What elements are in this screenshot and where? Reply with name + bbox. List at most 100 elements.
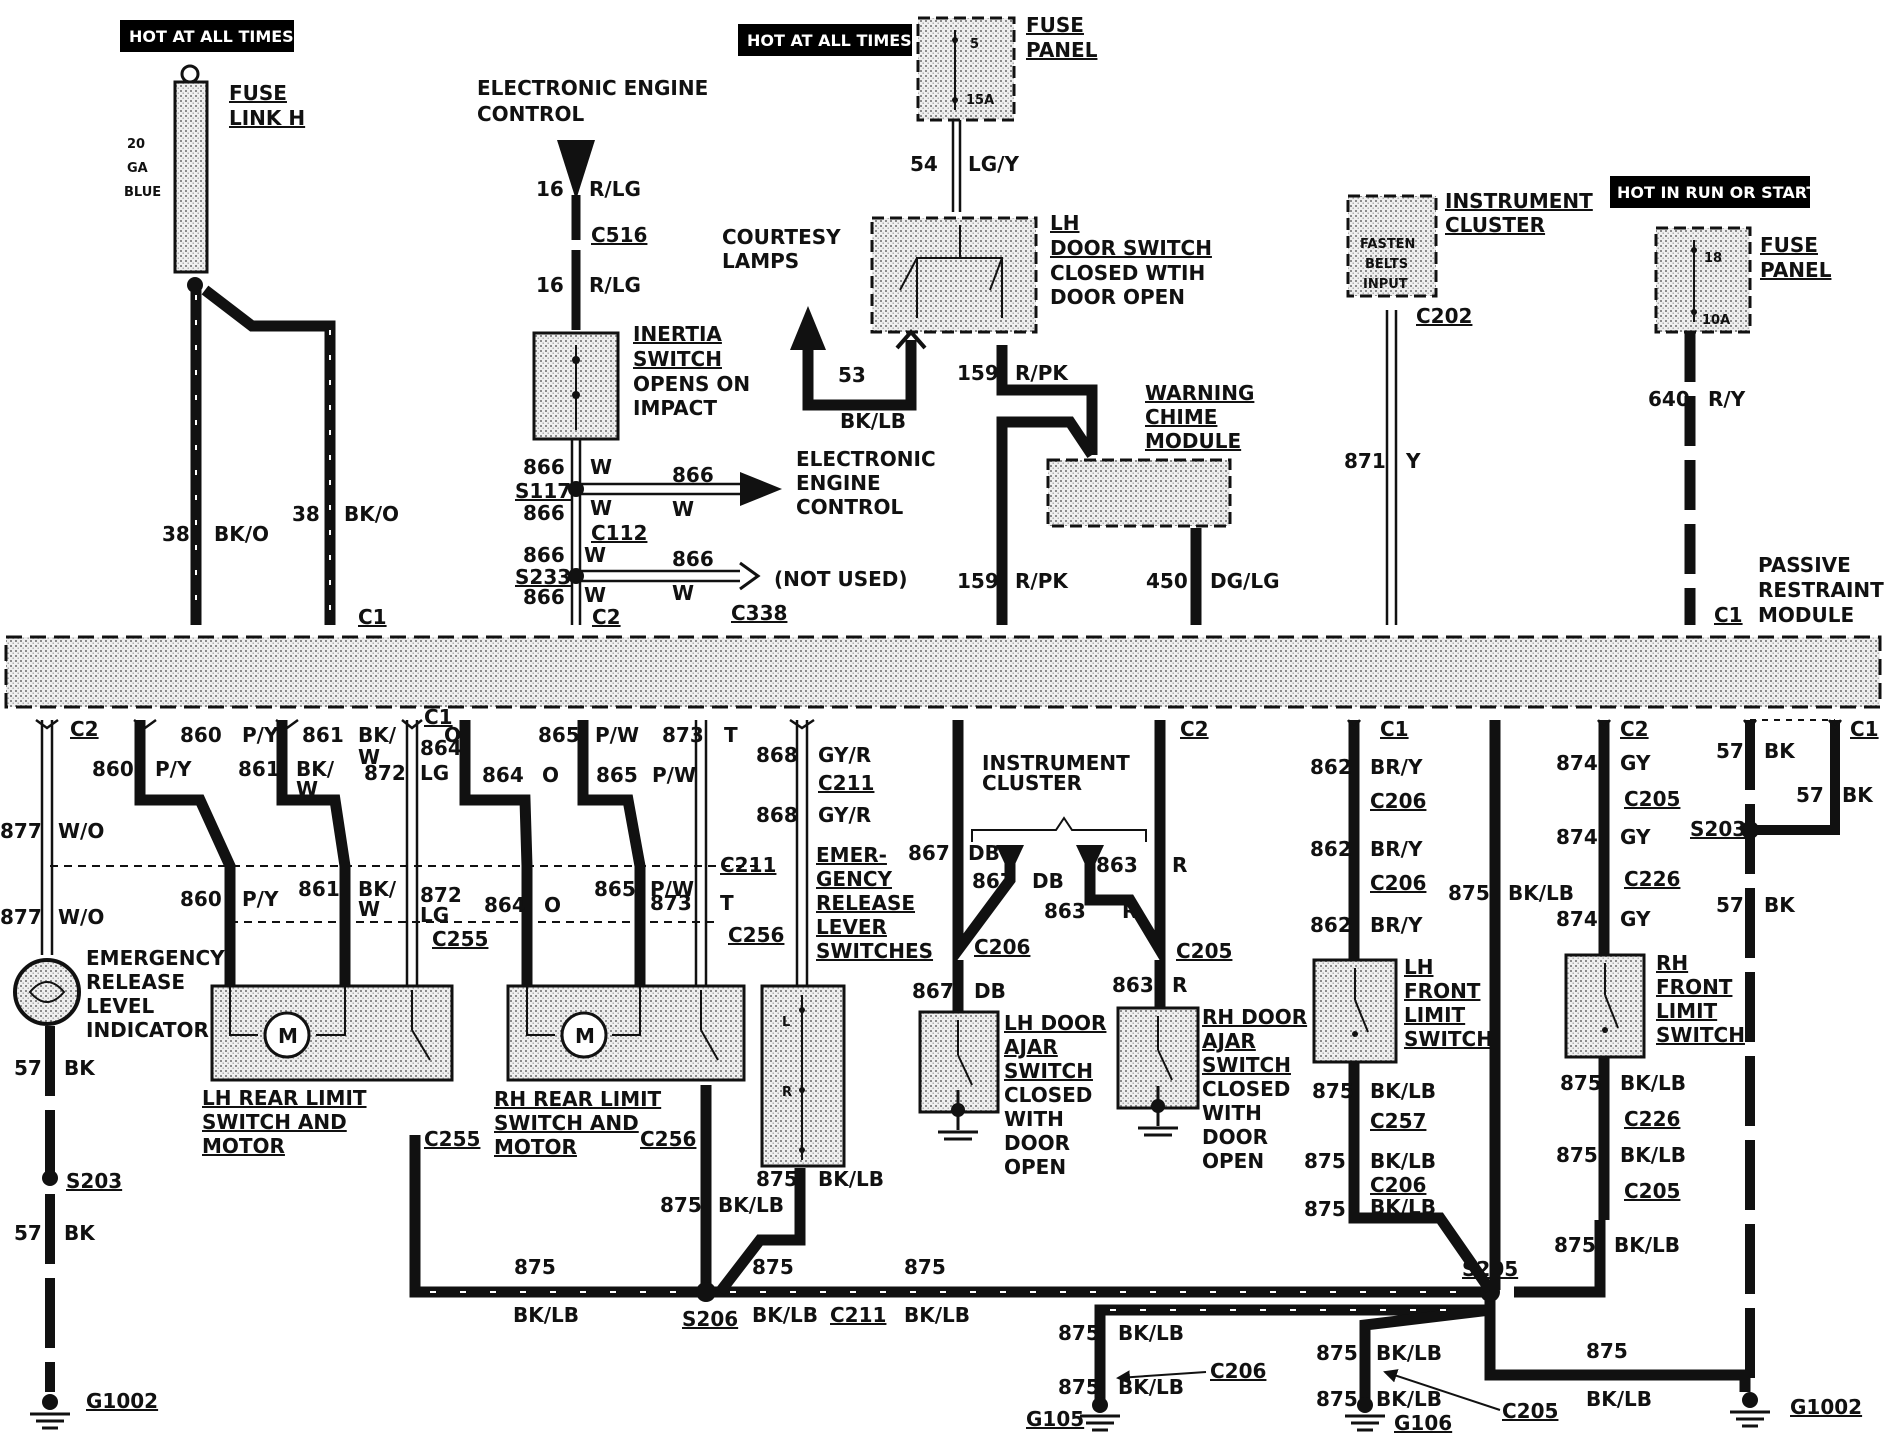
wcm-2: CHIME: [1145, 405, 1217, 429]
bklb-rhf1: BK/LB: [1620, 1071, 1686, 1095]
c864c: 864: [484, 893, 526, 917]
fp2-num: 18: [1704, 251, 1722, 266]
hot2-text: HOT AT ALL TIMES: [747, 31, 912, 50]
passive-label-2: RESTRAINT: [1758, 578, 1884, 602]
motor-m-rh: M: [575, 1024, 595, 1048]
rhr-1: RH REAR LIMIT: [494, 1087, 662, 1111]
bkw-a2: W: [358, 745, 380, 769]
c202: C202: [1416, 304, 1472, 328]
erl-2: GENCY: [816, 867, 892, 891]
c1-mid: C1: [424, 705, 453, 729]
c338: C338: [731, 601, 787, 625]
c866c: 866: [672, 463, 714, 487]
c875-rhf3: 875: [1554, 1233, 1596, 1257]
c867c: 867: [912, 979, 954, 1003]
c875-g105a: 875: [1058, 1321, 1100, 1345]
c862a: 862: [1310, 755, 1352, 779]
c861b: 861: [238, 757, 280, 781]
eec2-1: ELECTRONIC: [796, 447, 936, 471]
rh-rear-limit-switch-motor: [506, 984, 746, 1082]
rpk-b: R/PK: [1015, 569, 1069, 593]
bkw-b1: BK/: [296, 757, 335, 781]
passive-label-3: MODULE: [1758, 603, 1854, 627]
c2-ic: C2: [1180, 717, 1209, 741]
fp1-label-2: PANEL: [1026, 38, 1098, 62]
c866d: 866: [523, 543, 565, 567]
w-a: W: [590, 455, 612, 479]
bklb-g1002: BK/LB: [1586, 1387, 1652, 1411]
lgy: LG/Y: [968, 152, 1019, 176]
eri-3: LEVEL: [86, 994, 155, 1018]
ground-g1002-left: [30, 1394, 70, 1430]
inertia-2: SWITCH: [633, 347, 722, 371]
courtesy-1: COURTESY: [722, 225, 841, 249]
rhr-2: SWITCH AND: [494, 1111, 639, 1135]
c159b: 159: [957, 569, 999, 593]
fp1-amp: 15A: [966, 93, 994, 108]
inertia-3: OPENS ON: [633, 372, 750, 396]
s117: S117: [515, 479, 571, 503]
bklb-lhf2: BK/LB: [1370, 1149, 1436, 1173]
lhf-3: LIMIT: [1404, 1003, 1466, 1027]
lhda-2: AJAR: [1004, 1035, 1058, 1059]
c877a: 877: [0, 819, 42, 843]
c54: 54: [910, 152, 938, 176]
lhda-3: SWITCH: [1004, 1059, 1093, 1083]
eri-1: EMERGENCY: [86, 946, 225, 970]
bkw-a1: BK/: [358, 723, 397, 747]
g105: G105: [1026, 1407, 1084, 1431]
pw-a: P/W: [595, 723, 639, 747]
c211b: C211: [818, 771, 874, 795]
c866f: 866: [672, 547, 714, 571]
rhda-2: AJAR: [1202, 1029, 1256, 1053]
c874c: 874: [1556, 907, 1598, 931]
c38b: 38: [292, 502, 320, 526]
lhds-2: DOOR SWITCH: [1050, 236, 1212, 260]
ground-g1002-right: [1730, 1392, 1770, 1428]
bklb-lhf1: BK/LB: [1370, 1079, 1436, 1103]
c226-a: C226: [1624, 867, 1680, 891]
r-a: R: [1172, 853, 1187, 877]
fb-2: BELTS: [1365, 257, 1408, 272]
c875-lhf2: 875: [1304, 1149, 1346, 1173]
fp1-label-1: FUSE: [1026, 13, 1084, 37]
c1-left: C1: [358, 605, 387, 629]
eri-4: INDICATOR: [86, 1018, 209, 1042]
c860b: 860: [92, 757, 134, 781]
c864a: 864: [482, 763, 524, 787]
c875-rhf2: 875: [1556, 1143, 1598, 1167]
c875-g106a: 875: [1316, 1341, 1358, 1365]
c875-lever: 875: [756, 1167, 798, 1191]
w-c: W: [672, 497, 694, 521]
gyr-a: GY/R: [818, 743, 871, 767]
c872b: 872: [420, 883, 462, 907]
c206-c: C206: [1370, 1173, 1426, 1197]
c1-57: C1: [1850, 717, 1879, 741]
c206-a: C206: [1370, 789, 1426, 813]
rhf-1: RH: [1656, 951, 1688, 975]
eec-label-2: CONTROL: [477, 102, 584, 126]
c159a: 159: [957, 361, 999, 385]
rhda-4: CLOSED: [1202, 1077, 1290, 1101]
c868b: 868: [756, 803, 798, 827]
o-c: O: [544, 893, 561, 917]
lhds-3: CLOSED WTIH: [1050, 261, 1205, 285]
s233: S233: [515, 565, 571, 589]
bk-o-b: BK/O: [344, 502, 399, 526]
c873a: 873: [662, 723, 704, 747]
bklb-s206: BK/LB: [718, 1193, 784, 1217]
ry: R/Y: [1708, 387, 1746, 411]
t-a: T: [724, 723, 738, 747]
pw-c: P/W: [650, 877, 694, 901]
emergency-release-lever-switches: [760, 984, 846, 1168]
w-b: W: [590, 496, 612, 520]
c38a: 38: [162, 522, 190, 546]
c206-b: C206: [1370, 871, 1426, 895]
wo-b: W/O: [58, 905, 104, 929]
c875-g106b: 875: [1316, 1387, 1358, 1411]
lhda-5: WITH: [1004, 1107, 1064, 1131]
c211a: C211: [720, 853, 776, 877]
lg-a: LG: [420, 761, 449, 785]
fuse-link-label-1: FUSE: [229, 81, 287, 105]
